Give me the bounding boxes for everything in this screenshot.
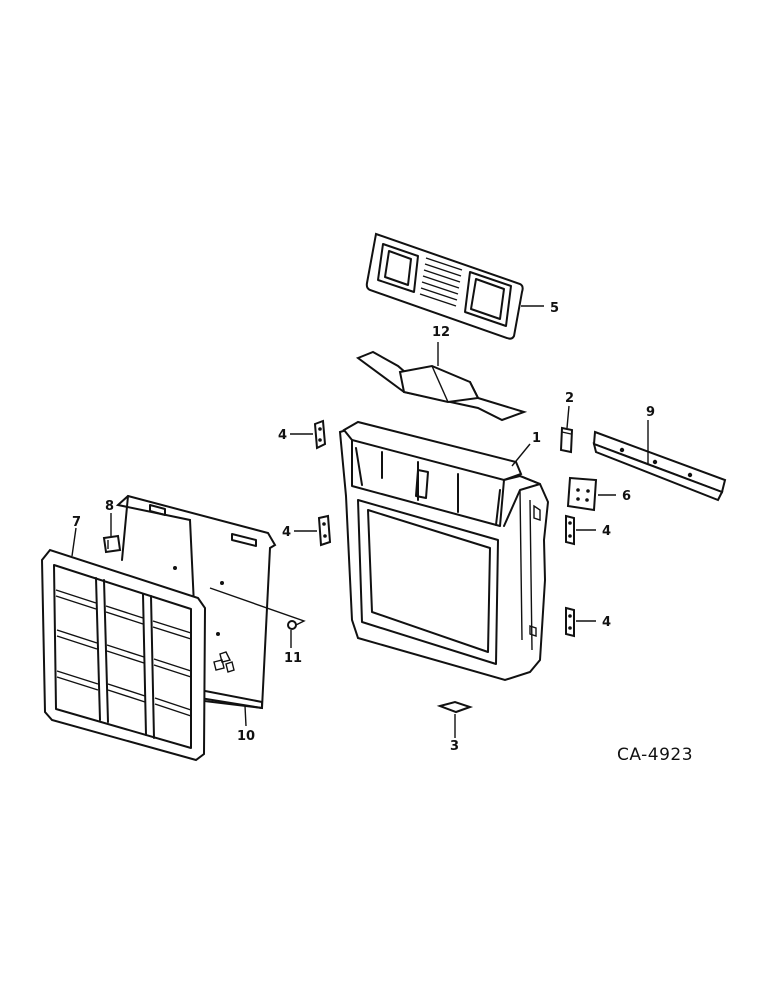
front-grille-frame-part-7: [40, 548, 207, 762]
callout-4-right-upper: 4: [602, 524, 611, 539]
callout-9: 9: [646, 405, 655, 420]
callout-1: 1: [532, 431, 541, 446]
callout-12: 12: [432, 325, 450, 340]
block-part-2: [559, 426, 574, 454]
callout-8: 8: [105, 499, 114, 514]
callout-6: 6: [622, 489, 631, 504]
callout-4-middle-left: 4: [282, 525, 291, 540]
clip-part-4-middle-left: [317, 514, 332, 547]
callout-7: 7: [72, 515, 81, 530]
callout-4-upper-left: 4: [278, 428, 287, 443]
callout-2: 2: [565, 391, 574, 406]
clip-part-4-upper-left: [313, 419, 327, 450]
top-seal-part-12: [355, 350, 528, 422]
callout-10: 10: [237, 729, 255, 744]
leader-lines: [71, 305, 649, 738]
callout-5: 5: [550, 301, 559, 316]
angle-bracket-part-9: [592, 430, 727, 502]
callout-3: 3: [450, 739, 459, 754]
callout-11: 11: [284, 651, 302, 666]
pad-part-3: [436, 700, 474, 714]
clip-part-4-right-upper: [565, 514, 575, 546]
drawing-id-label: CA-4923: [617, 745, 693, 765]
shroud-housing-part-1: [338, 420, 550, 682]
mounting-plate-part-6: [566, 476, 598, 512]
callout-4-right-lower: 4: [602, 615, 611, 630]
clip-part-8: [102, 534, 122, 554]
fastener-part-11: [287, 620, 297, 630]
grille-panel-part-5: [365, 232, 524, 340]
clip-part-4-right-lower: [565, 606, 575, 638]
